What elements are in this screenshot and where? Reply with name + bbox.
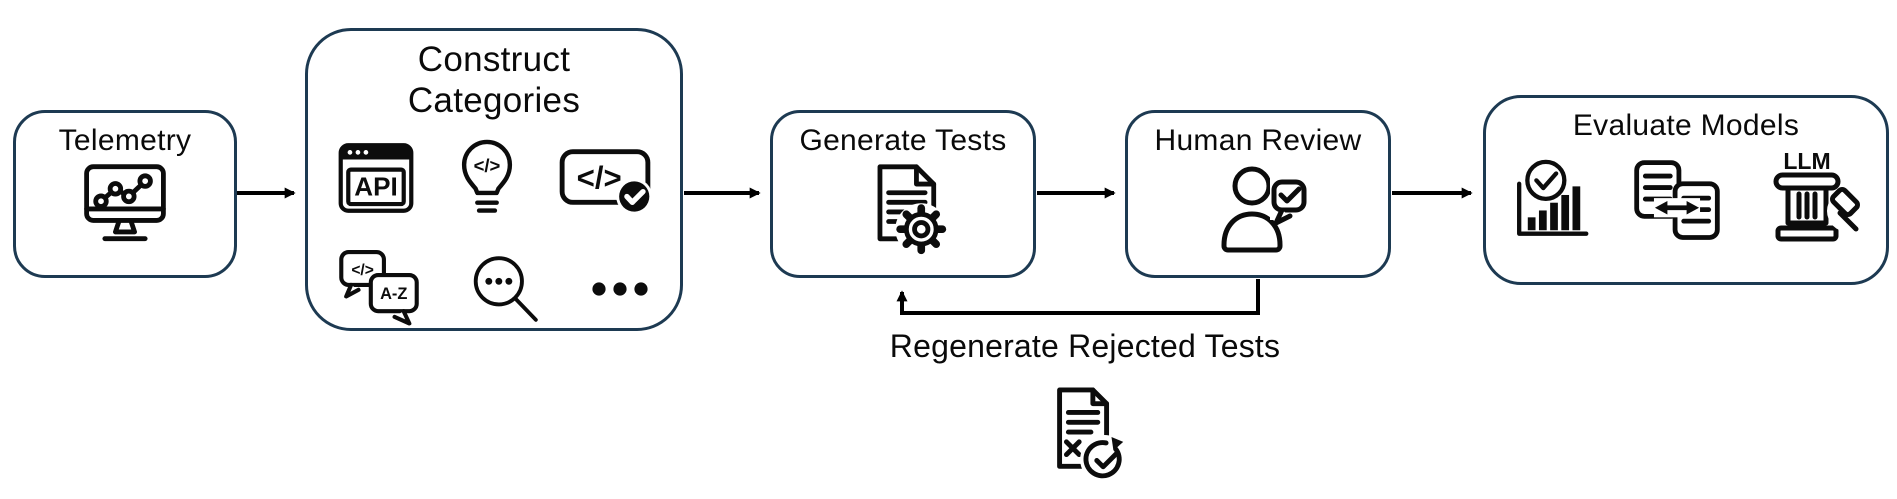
- feedback-arrow-review-to-generate: [896, 279, 1260, 315]
- api-window-icon: API: [338, 142, 414, 213]
- evaluate-icon-row: LLM: [1486, 151, 1886, 251]
- node-construct-categories: Construct Categories API </> </>: [305, 28, 683, 331]
- feedback-label: Regenerate Rejected Tests: [889, 328, 1281, 364]
- code-language-bubbles-icon: </> A-Z: [339, 249, 419, 326]
- construct-title-line1: Construct: [417, 40, 571, 79]
- node-telemetry: Telemetry: [13, 110, 237, 278]
- document-reject-regenerate-icon: [1057, 387, 1130, 484]
- chart-check-icon: [1517, 159, 1589, 237]
- bulb-code-text: </>: [474, 154, 501, 175]
- reject-icon-wrap: [1040, 384, 1134, 486]
- llm-judge-gavel-icon: LLM: [1773, 151, 1864, 242]
- ellipsis-icon: [592, 281, 648, 296]
- construct-title: Construct Categories: [408, 39, 580, 122]
- person-approve-icon: [1221, 166, 1308, 253]
- evaluate-title: Evaluate Models: [1572, 109, 1800, 142]
- construct-icon-row-1: API </> </>: [308, 134, 680, 222]
- bulb-code-icon: </>: [461, 139, 513, 213]
- llm-icon-text: LLM: [1783, 151, 1830, 174]
- construct-title-line2: Categories: [407, 81, 581, 121]
- az-bubble-text: A-Z: [380, 284, 407, 302]
- api-icon-text: API: [354, 171, 397, 201]
- code-check-icon: </>: [559, 148, 653, 215]
- code-bubble-text: </>: [351, 262, 374, 279]
- node-human-review: Human Review: [1125, 110, 1391, 278]
- document-gear-icon: [877, 164, 948, 256]
- code-card-text: </>: [577, 160, 622, 195]
- telemetry-title: Telemetry: [58, 124, 192, 157]
- review-title: Human Review: [1154, 124, 1362, 157]
- search-more-icon: [473, 255, 538, 322]
- documents-compare-icon: [1634, 160, 1720, 241]
- construct-icon-row-2: </> A-Z: [308, 248, 680, 330]
- generate-title: Generate Tests: [799, 124, 1007, 157]
- monitor-chart-icon: [84, 164, 166, 242]
- node-evaluate-models: Evaluate Models: [1483, 95, 1889, 285]
- node-generate-tests: Generate Tests: [770, 110, 1036, 278]
